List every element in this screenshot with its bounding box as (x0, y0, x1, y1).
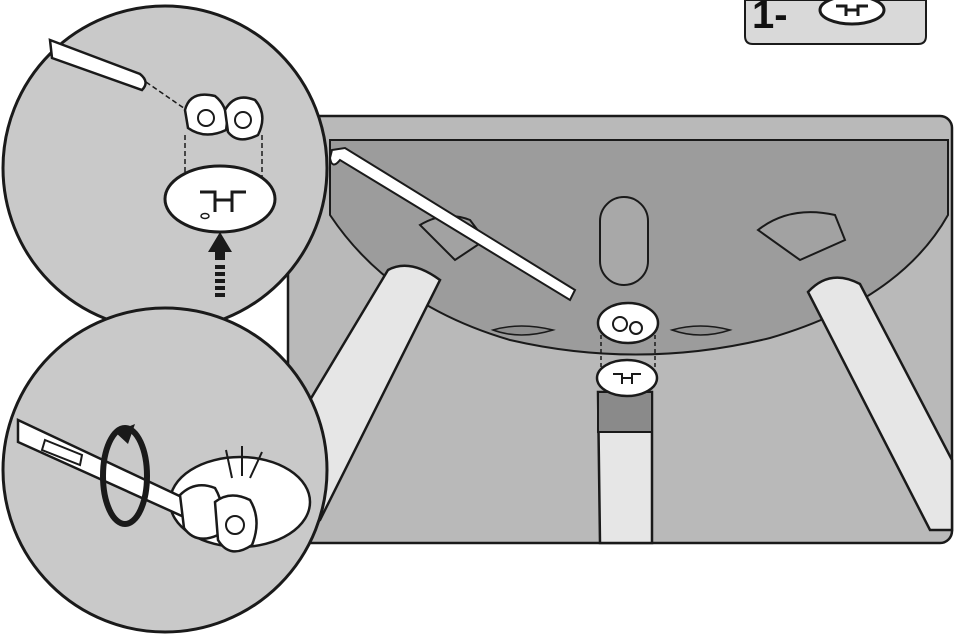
main-scene (288, 116, 952, 543)
detail-circle-twist (3, 308, 327, 632)
bracket-plate-h-icon (597, 360, 657, 396)
bracket-plate-h-icon (820, 0, 884, 24)
step-badge: 1- (745, 0, 926, 44)
bracket-plate-h-icon (165, 166, 275, 232)
double-eyelet-clip-icon (598, 303, 658, 343)
detail-circle-insert (3, 6, 327, 330)
step-number: 1- (752, 0, 788, 37)
